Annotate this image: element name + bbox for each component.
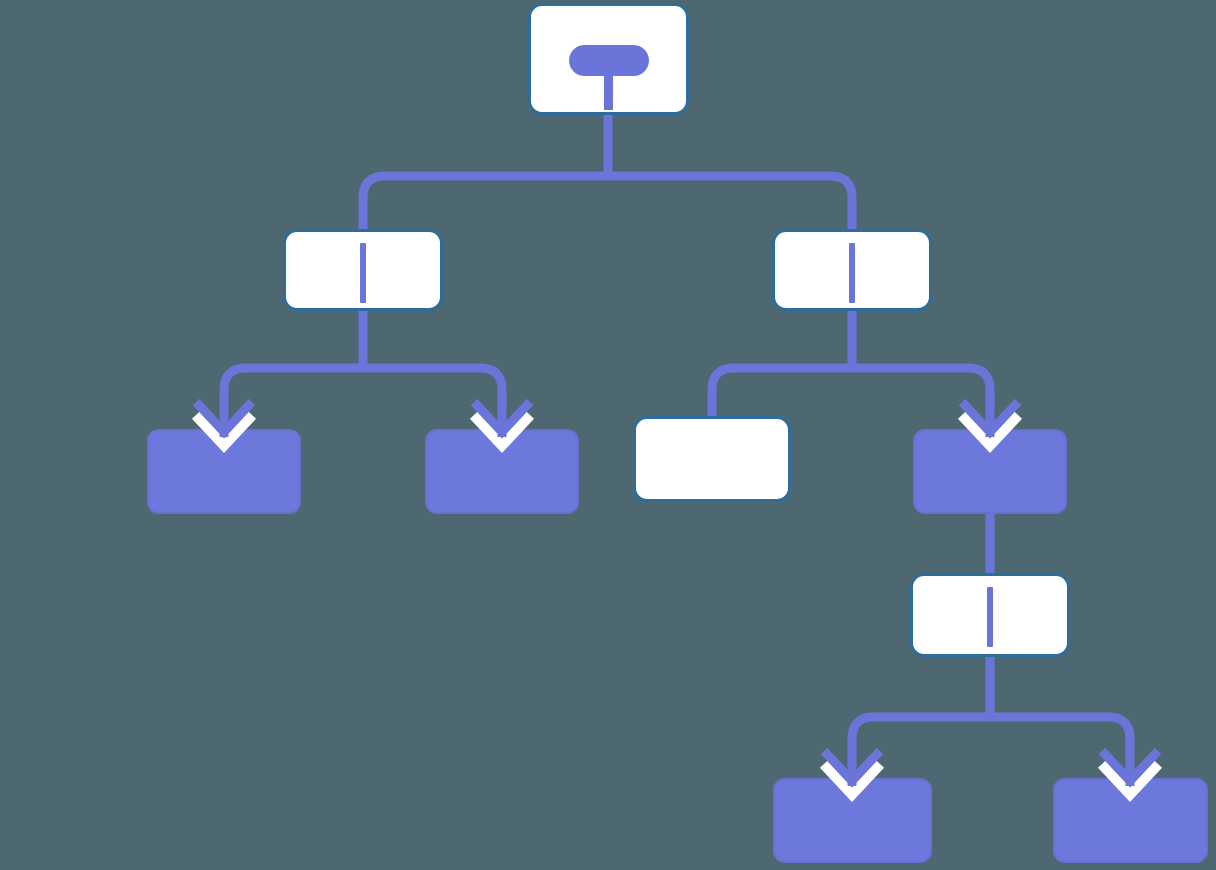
connector-lower-junction (847, 712, 1135, 761)
node-branch-right[interactable] (772, 229, 932, 311)
vertical-bar-icon (360, 243, 366, 303)
node-plain-1[interactable] (633, 416, 791, 502)
double-chevron-down-icon (819, 747, 885, 803)
vertical-bar-icon (849, 243, 855, 303)
pill-icon (568, 45, 649, 76)
double-chevron-down-icon (191, 398, 257, 454)
root-pill-with-stem-icon (531, 6, 686, 112)
connector-left-junction (219, 363, 507, 412)
double-chevron-down-icon (957, 398, 1023, 454)
connector-right-junction (707, 363, 995, 420)
node-branch-lower[interactable] (910, 573, 1070, 657)
vertical-bar-icon (987, 587, 993, 647)
stem-icon (604, 70, 613, 110)
chevron-white (191, 411, 257, 454)
double-chevron-down-icon (469, 398, 535, 454)
chevron-white (1097, 760, 1163, 803)
node-branch-left[interactable] (283, 229, 443, 311)
connector-level1-bar (358, 171, 857, 229)
chevron-white (469, 411, 535, 454)
node-root[interactable] (528, 3, 689, 115)
chevron-white (957, 411, 1023, 454)
chevron-white (819, 760, 885, 803)
double-chevron-down-icon (1097, 747, 1163, 803)
